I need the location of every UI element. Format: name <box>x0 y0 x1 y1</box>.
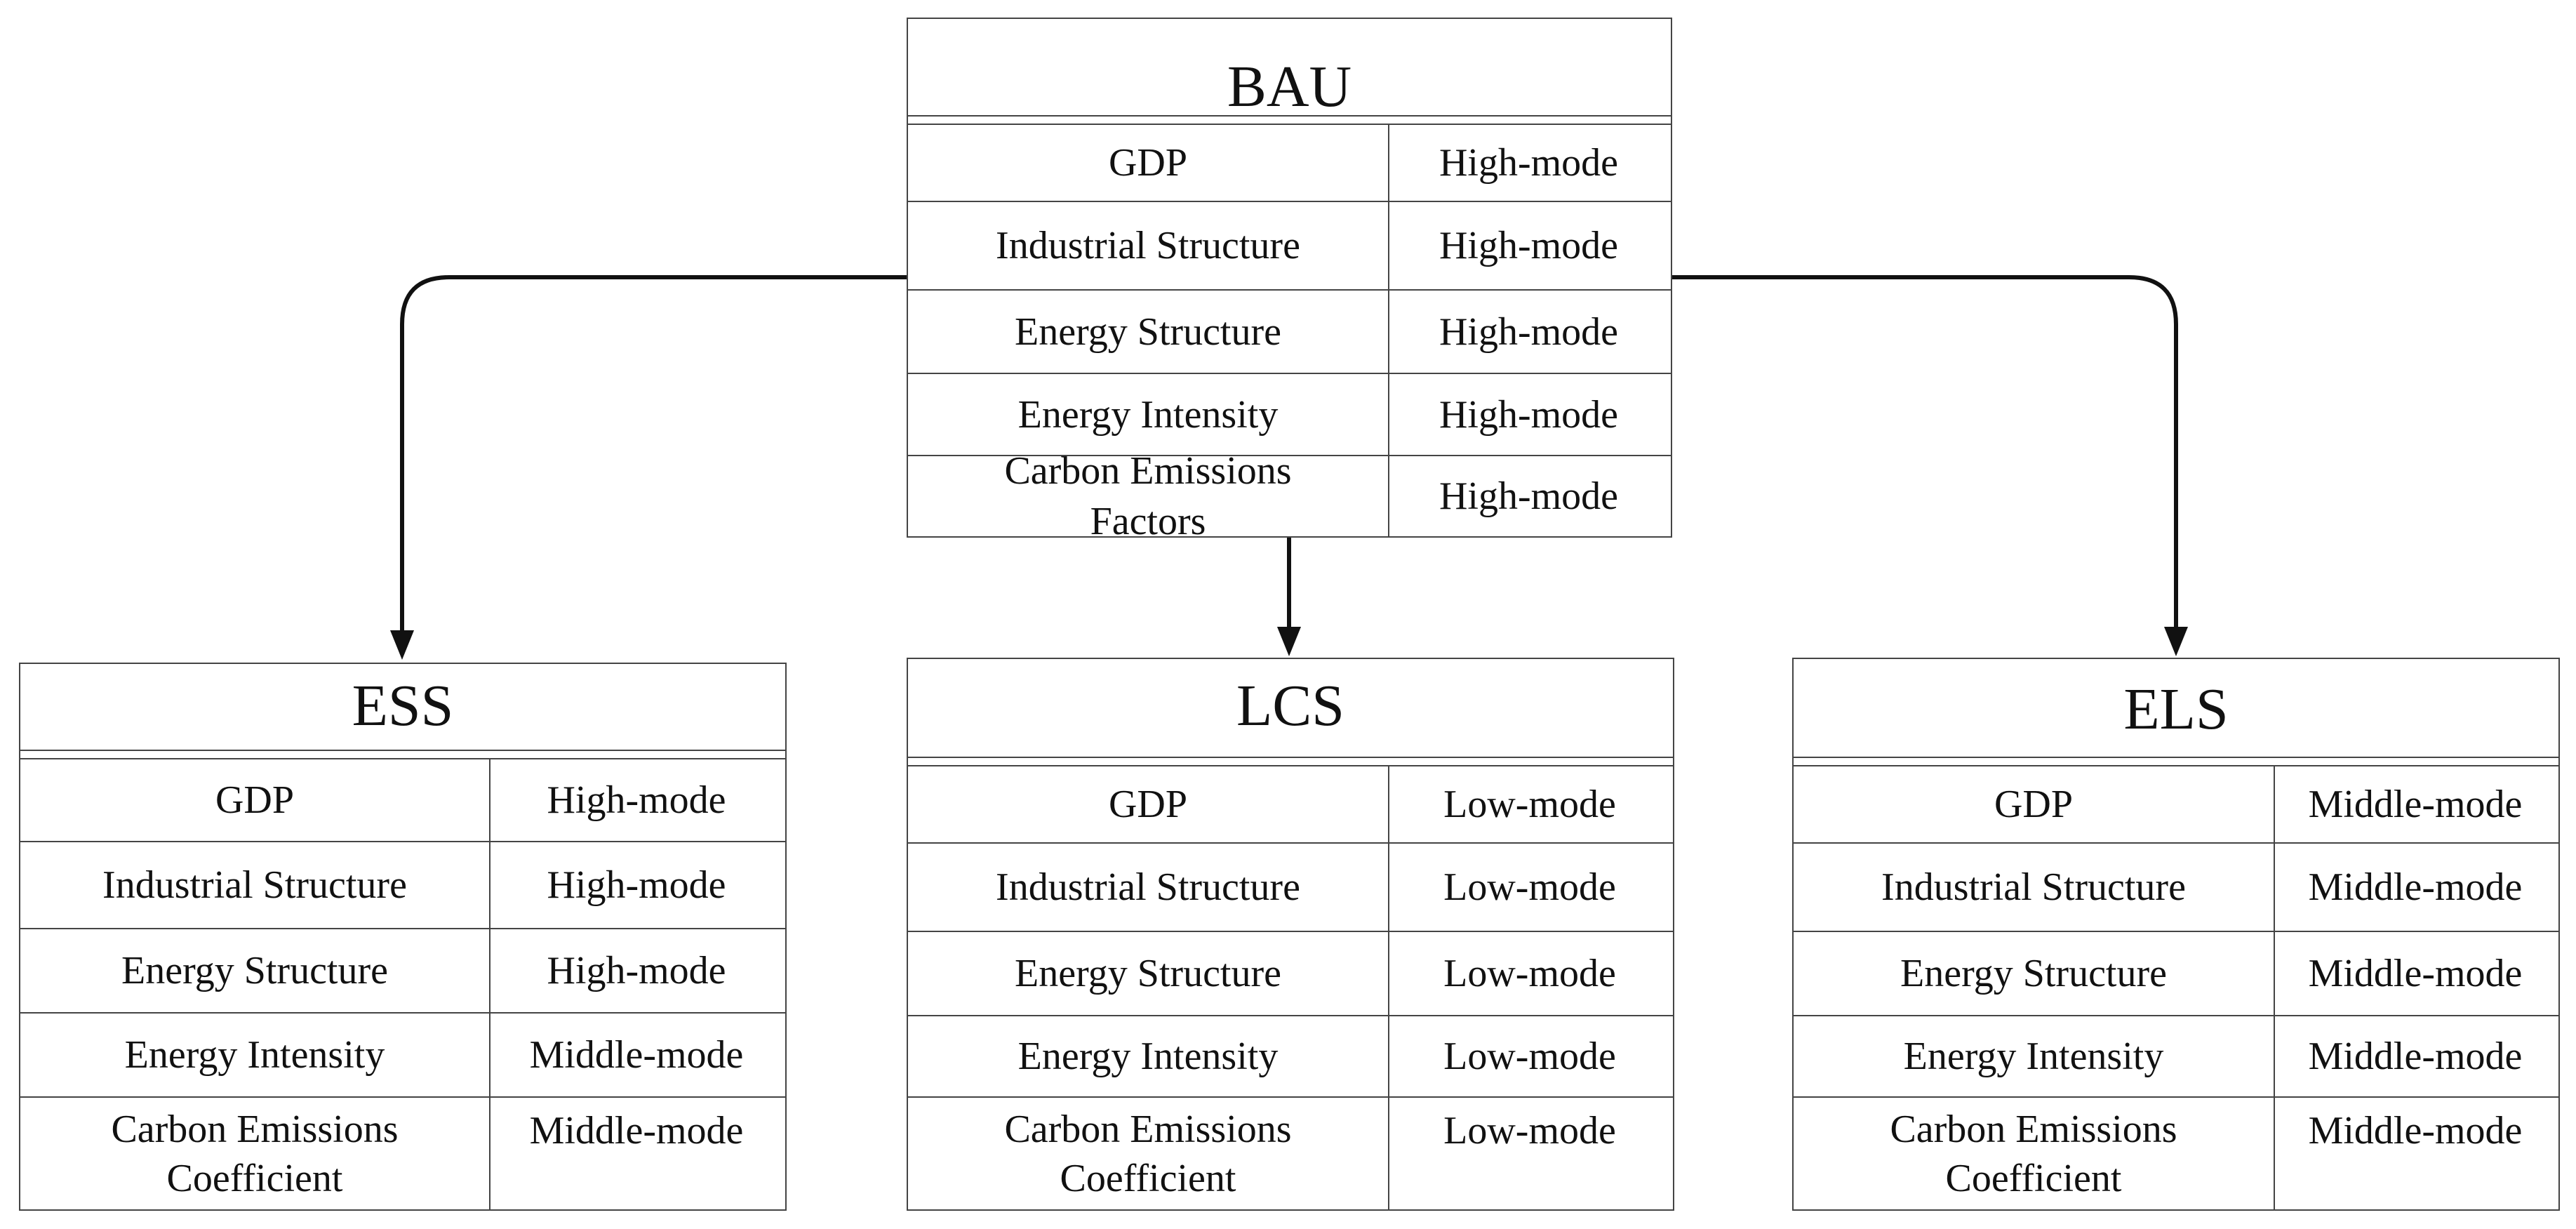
table-row: Energy Structure Low-mode <box>908 932 1673 1016</box>
mode-value: High-mode <box>1439 310 1619 354</box>
factor-label: Energy Structure <box>908 932 1389 1015</box>
table-row: GDP High-mode <box>908 125 1671 202</box>
factor-label: Carbon Emissions Factors <box>908 449 1389 543</box>
factor-label: GDP <box>908 766 1389 842</box>
mode-value: High-mode <box>1439 392 1619 437</box>
table-row: Carbon Emissions Factors High-mode <box>908 449 1671 543</box>
table-row: Energy Intensity High-mode <box>908 374 1671 456</box>
mode-value: Middle-mode <box>529 1109 744 1152</box>
mode-value: High-mode <box>1439 474 1619 518</box>
mode-value: High-mode <box>547 778 726 822</box>
factor-label: Energy Intensity <box>908 374 1389 455</box>
factor-label: Carbon Emissions Coefficient <box>908 1098 1389 1209</box>
arrowhead-els <box>2164 627 2188 656</box>
table-row: GDP High-mode <box>20 759 785 842</box>
mode-value: Middle-mode <box>529 1033 744 1077</box>
title-divider <box>908 115 1671 125</box>
mode-value: High-mode <box>1439 224 1619 267</box>
mode-value: Middle-mode <box>2308 1035 2523 1078</box>
factor-label: Energy Structure <box>908 291 1389 373</box>
mode-value: Low-mode <box>1443 783 1616 826</box>
table-row: Industrial Structure High-mode <box>20 842 785 929</box>
factor-label: Industrial Structure <box>20 842 490 928</box>
mode-value: Low-mode <box>1443 1035 1616 1078</box>
scenario-title: ELS <box>2123 677 2229 742</box>
table-row: Energy Structure High-mode <box>908 291 1671 374</box>
table-row: Energy Intensity Middle-mode <box>20 1014 785 1098</box>
mode-value: Low-mode <box>1443 952 1616 995</box>
scenario-title: LCS <box>1236 673 1345 738</box>
table-row: Industrial Structure High-mode <box>908 202 1671 291</box>
mode-value: Middle-mode <box>2308 1109 2523 1152</box>
connector-bau-to-ess <box>400 275 907 632</box>
factor-label: Industrial Structure <box>908 844 1389 931</box>
mode-value: High-mode <box>547 863 726 907</box>
mode-value: Middle-mode <box>2308 865 2523 909</box>
table-row: Carbon Emissions Coefficient Middle-mode <box>1794 1098 2558 1209</box>
factor-label: Industrial Structure <box>908 202 1389 289</box>
factor-label: GDP <box>20 759 490 841</box>
table-row: Carbon Emissions Coefficient Low-mode <box>908 1098 1673 1209</box>
table-row: GDP Low-mode <box>908 766 1673 844</box>
scenario-title: BAU <box>1227 54 1352 119</box>
factor-label: Energy Structure <box>1794 932 2275 1015</box>
factor-label: GDP <box>1794 766 2275 842</box>
mode-value: Middle-mode <box>2308 952 2523 995</box>
factor-label: Energy Intensity <box>1794 1016 2275 1096</box>
factor-label: GDP <box>908 125 1389 201</box>
title-divider <box>20 750 785 759</box>
factor-label: Energy Structure <box>20 929 490 1012</box>
mode-value: High-mode <box>1439 141 1619 185</box>
arrowhead-ess <box>390 630 414 660</box>
factor-label: Industrial Structure <box>1794 844 2275 931</box>
title-divider <box>1794 757 2558 766</box>
factor-label: Carbon Emissions Coefficient <box>1794 1098 2275 1209</box>
table-row: Energy Intensity Low-mode <box>908 1016 1673 1098</box>
table-row: Carbon Emissions Coefficient Middle-mode <box>20 1098 785 1209</box>
mode-value: Low-mode <box>1443 1109 1616 1152</box>
title-divider <box>908 757 1673 766</box>
factor-label: Energy Intensity <box>908 1016 1389 1096</box>
mode-value: Low-mode <box>1443 865 1616 909</box>
mode-value: High-mode <box>547 949 726 992</box>
scenario-box-lcs: LCS GDP Low-mode Industrial Structure Lo… <box>907 658 1674 1211</box>
table-row: Energy Intensity Middle-mode <box>1794 1016 2558 1098</box>
mode-value: Middle-mode <box>2308 783 2523 826</box>
table-row: Energy Structure High-mode <box>20 929 785 1014</box>
table-row: Industrial Structure Low-mode <box>908 844 1673 932</box>
factor-label: Energy Intensity <box>20 1014 490 1096</box>
scenario-box-ess: ESS GDP High-mode Industrial Structure H… <box>19 663 787 1211</box>
connector-bau-to-els <box>1672 275 2178 628</box>
arrowhead-lcs <box>1277 627 1301 656</box>
scenario-box-bau: BAU GDP High-mode Industrial Structure H… <box>907 18 1672 543</box>
table-row: Energy Structure Middle-mode <box>1794 932 2558 1016</box>
table-row: Industrial Structure Middle-mode <box>1794 844 2558 932</box>
scenario-box-els: ELS GDP Middle-mode Industrial Structure… <box>1792 658 2560 1211</box>
factor-label: Carbon Emissions Coefficient <box>20 1098 490 1209</box>
scenario-title: ESS <box>352 673 454 738</box>
table-row: GDP Middle-mode <box>1794 766 2558 844</box>
